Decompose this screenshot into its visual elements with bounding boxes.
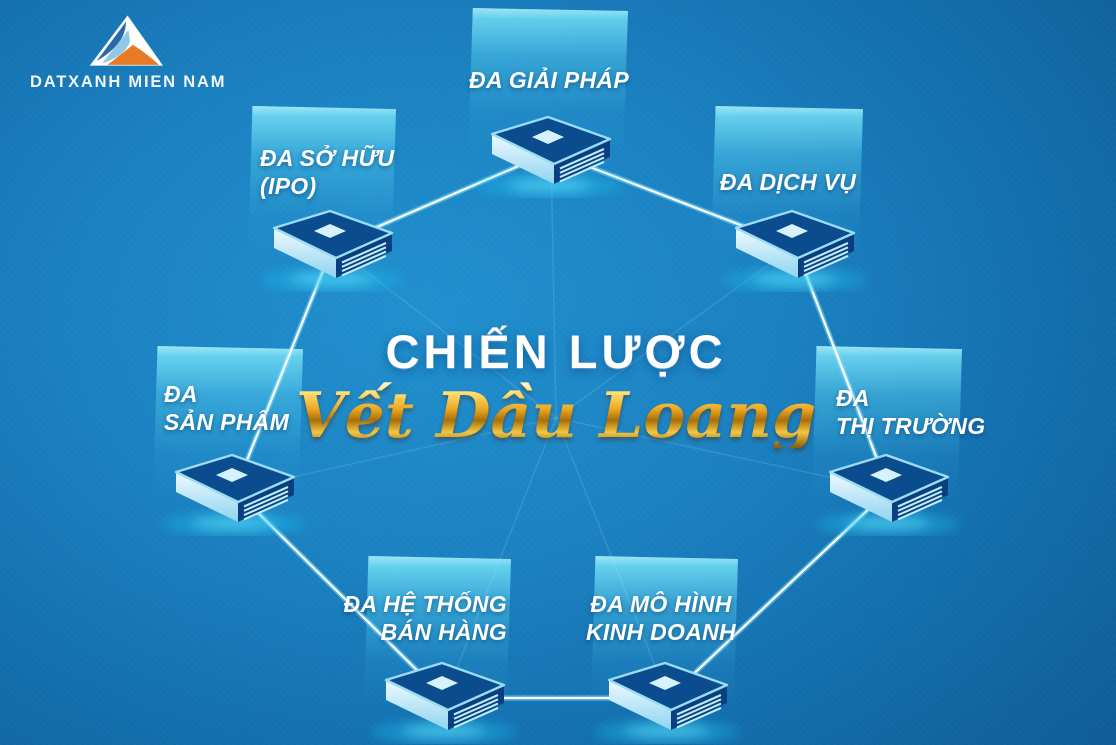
node-label-line: ĐA GIẢI PHÁP [469, 67, 629, 93]
center-spoke-line [444, 417, 557, 699]
isometric-box-icon [595, 661, 739, 743]
logo-light-sail [102, 30, 130, 64]
node-box-da-giai-phap [466, 112, 630, 198]
node-box-da-thi-truong [804, 450, 968, 536]
title-line1: CHIẾN LƯỢC [385, 325, 727, 378]
node-label-line: SẢN PHẨM [164, 409, 290, 436]
isometric-box-icon [722, 209, 866, 291]
brand-name: DATXANH MIEN NAM [30, 73, 227, 91]
node-label-da-so-huu-ipo: ĐA SỞ HỮU(IPO) [260, 144, 394, 200]
node-box-da-dich-vu [710, 206, 874, 292]
center-spoke-line [555, 417, 669, 699]
title-line2: Vết Dầu Loang [295, 378, 817, 452]
node-label-line: BÁN HÀNG [380, 619, 507, 646]
node-label-line: ĐA HỆ THỐNG [343, 591, 507, 617]
node-box-da-he-thong-ban-hang [360, 658, 524, 744]
isometric-box-icon [478, 115, 622, 197]
node-box-da-mo-hinh-kinh-doanh [583, 658, 747, 744]
node-box-da-so-huu-ipo [248, 206, 412, 292]
node-label-line: ĐA [836, 385, 870, 411]
node-label-line: ĐA SỞ HỮU [260, 145, 395, 171]
node-label-line: ĐA MÔ HÌNH [590, 591, 732, 617]
isometric-box-icon [816, 453, 960, 535]
title-block: CHIẾN LƯỢC Vết Dầu Loang [296, 324, 816, 448]
node-label-line: THỊ TRƯỜNG [836, 413, 986, 440]
logo-orange-sail [107, 44, 160, 65]
isometric-box-icon [162, 453, 306, 535]
node-label-line: ĐA [164, 381, 198, 407]
isometric-box-icon [372, 661, 516, 743]
brand-logo: DATXANH MIEN NAM [30, 14, 227, 92]
node-label-line: KINH DOANH [586, 619, 736, 646]
node-label-line: ĐA DỊCH VỤ [719, 169, 857, 195]
triangle-sail-logo-icon [89, 15, 164, 66]
isometric-box-icon [260, 209, 404, 291]
node-label-da-dich-vu: ĐA DỊCH VỤ [720, 168, 856, 196]
node-box-da-san-pham [150, 450, 314, 536]
node-label-da-giai-phap: ĐA GIẢI PHÁP [469, 66, 629, 94]
node-label-line: (IPO) [260, 173, 317, 200]
